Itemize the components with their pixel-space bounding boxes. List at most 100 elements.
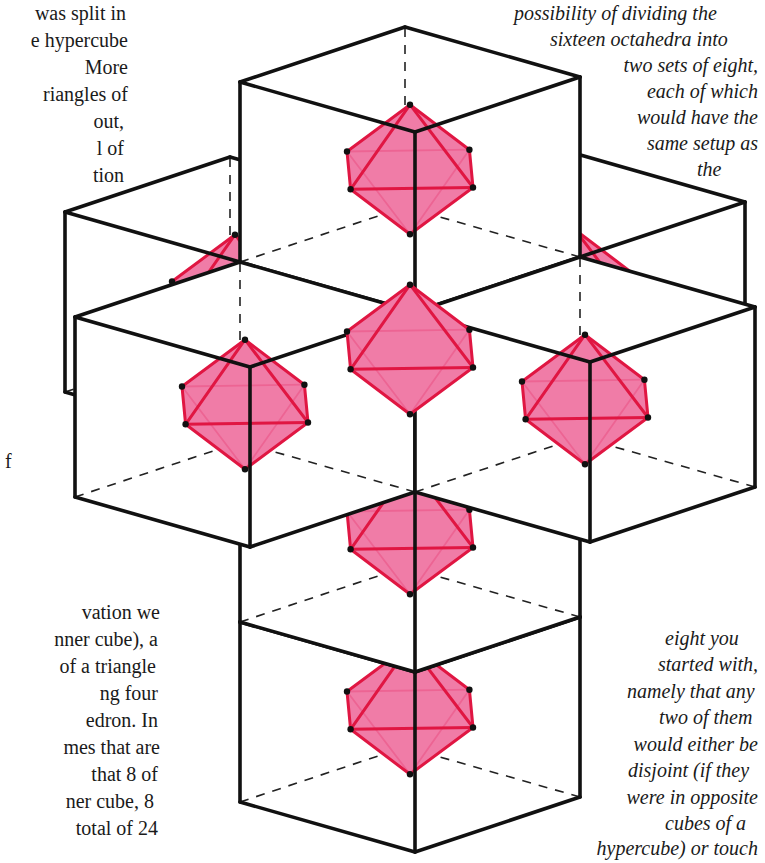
label-holder: were in opposite	[625, 786, 760, 808]
cube-edge	[238, 622, 242, 802]
octahedron-edge	[351, 189, 410, 234]
octahedron	[344, 282, 476, 418]
text-fragment: disjoint (if they	[626, 759, 751, 781]
label-holder: the	[695, 158, 723, 180]
label-holder: total of 24	[74, 817, 160, 839]
cube-edge	[240, 27, 405, 82]
cube-edge	[413, 672, 417, 852]
text-fragment: started with,	[656, 653, 760, 675]
label-holder: hypercube) or touch	[595, 837, 760, 859]
octahedron-edge	[410, 285, 473, 368]
text-fragment: were in opposite	[625, 786, 760, 808]
cube-mask	[415, 257, 755, 542]
text-fragment: two of them	[657, 706, 754, 728]
octahedron-vertex	[232, 232, 238, 238]
octahedron-edge	[351, 188, 473, 190]
cube-edge	[65, 212, 240, 262]
octahedron-vertex	[407, 771, 413, 777]
cube-edge	[590, 487, 755, 542]
cube-edge	[753, 307, 757, 487]
octahedron-vertex	[466, 147, 472, 153]
label-holder: same setup as	[645, 132, 760, 154]
text-fragment: tion	[91, 164, 126, 186]
octahedron-front-face	[351, 368, 473, 415]
text-fragment: edron. In	[84, 709, 160, 731]
octahedron-vertex	[344, 688, 350, 694]
cube	[240, 27, 580, 312]
octahedron-edge	[351, 728, 473, 730]
cube-edge	[240, 622, 415, 672]
label-holder: two of them	[657, 706, 754, 728]
hidden-cube-edge	[75, 442, 240, 497]
label-holder: out,	[91, 110, 126, 132]
octahedron-front-face	[410, 285, 473, 368]
label-holder: cubes of a	[663, 812, 748, 834]
octahedron-vertex	[466, 687, 472, 693]
octahedron-edge	[351, 548, 473, 550]
label-holder: namely that any	[625, 680, 757, 702]
octahedron-front-face	[186, 423, 308, 470]
label-holder: nner cube), a	[52, 628, 160, 650]
cube-edge	[250, 492, 415, 547]
octahedron-vertex	[582, 461, 588, 467]
label-holder: ng four	[98, 682, 160, 704]
text-fragment: the	[695, 158, 723, 180]
text-fragment: hypercube) or touch	[595, 837, 760, 859]
text-fragment: ng four	[98, 682, 160, 704]
text-fragment: l of	[95, 137, 126, 159]
octahedron-vertex	[407, 231, 413, 237]
octahedron-edge	[347, 512, 351, 550]
octahedron-front-face	[526, 418, 648, 465]
octahedron-front-face	[351, 728, 473, 775]
octahedron-vertex	[470, 364, 476, 370]
octahedron-vertex	[519, 378, 525, 384]
octahedron-edge	[522, 382, 526, 420]
cube-edge	[570, 152, 745, 202]
octahedron-vertex	[407, 411, 413, 417]
label-holder: two sets of eight,	[622, 54, 760, 76]
cube-edge	[75, 497, 250, 547]
octahedron-edge	[410, 285, 469, 330]
octahedron-front-face	[522, 335, 585, 420]
octahedron-vertex	[470, 544, 476, 550]
text-fragment: cubes of a	[663, 812, 748, 834]
label-holder: ner cube, 8	[64, 790, 156, 812]
text-fragment: riangles of	[41, 83, 130, 105]
octahedron-edge	[186, 424, 245, 469]
label-holder: was split in	[33, 2, 128, 24]
octahedron-vertex	[347, 366, 353, 372]
octahedron-front-face	[347, 105, 410, 190]
octahedron-edge	[585, 418, 648, 465]
cube-edge	[248, 367, 252, 547]
text-fragment: eight you	[663, 627, 741, 649]
cube-edge	[588, 362, 592, 542]
hidden-cube-edge	[415, 437, 580, 492]
octahedron-edge	[351, 368, 473, 370]
octahedron-edge	[526, 419, 585, 464]
cube-edge	[415, 617, 580, 672]
label-holder: edron. In	[84, 709, 160, 731]
text-fragment: namely that any	[625, 680, 757, 702]
octahedron-vertex	[179, 383, 185, 389]
text-fragment: would either be	[632, 733, 760, 755]
text-fragment: f	[3, 450, 14, 472]
octahedron-edge	[410, 548, 473, 595]
octahedron-vertex	[407, 591, 413, 597]
text-fragment: More	[83, 56, 130, 78]
octahedron-vertex	[582, 332, 588, 338]
cube-edge	[578, 77, 582, 257]
octahedron-vertex	[242, 466, 248, 472]
octahedron-edge	[585, 335, 644, 380]
octahedron-front-face	[351, 188, 473, 235]
label-holder: l of	[95, 137, 126, 159]
cube-edge	[413, 492, 417, 672]
label-holder: tion	[91, 164, 126, 186]
octahedron-vertex	[344, 328, 350, 334]
octahedron-vertex	[305, 419, 311, 425]
octahedron-vertex	[242, 337, 248, 343]
octahedron-vertex	[645, 414, 651, 420]
cube-edge	[415, 492, 590, 542]
label-holder: f	[3, 450, 14, 472]
octahedron-edge	[410, 105, 469, 150]
